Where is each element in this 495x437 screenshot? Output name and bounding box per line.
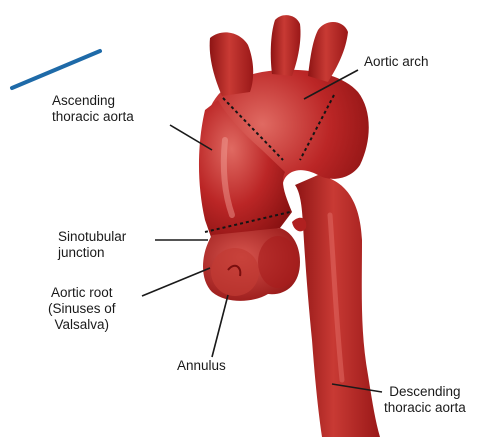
small-branch xyxy=(292,218,306,232)
leader-aortic-root xyxy=(142,268,210,296)
sinus-bulge xyxy=(211,248,259,296)
label-sinotubular-junction: Sinotubular junction xyxy=(58,229,126,261)
left-carotid-branch xyxy=(271,15,301,76)
brachiocephalic-branch xyxy=(210,32,254,96)
blue-stroke xyxy=(12,51,100,88)
label-aortic-arch: Aortic arch xyxy=(364,54,429,70)
leader-annulus xyxy=(212,295,228,357)
label-annulus: Annulus xyxy=(177,358,226,374)
label-descending-thoracic-aorta: Descending thoracic aorta xyxy=(384,384,466,416)
sinus-bulge xyxy=(258,236,298,288)
label-ascending-thoracic-aorta: Ascending thoracic aorta xyxy=(52,93,134,125)
label-aortic-root: Aortic root (Sinuses of Valsalva) xyxy=(48,285,116,333)
left-subclavian-branch xyxy=(308,22,348,82)
